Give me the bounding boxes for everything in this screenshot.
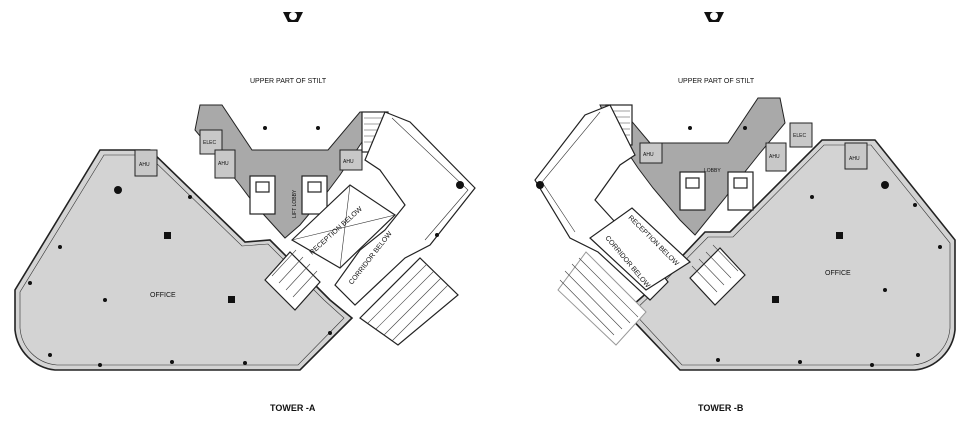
stair-lower-b — [689, 244, 746, 306]
ahu-room-2 — [214, 149, 236, 179]
lift-shaft-1 — [249, 175, 276, 215]
office-label-b: OFFICE — [825, 270, 851, 277]
north-arrow-icon — [283, 12, 303, 22]
office-label-a: OFFICE — [150, 292, 176, 299]
entrance-steps-b — [557, 251, 647, 346]
upper-part-label-b: UPPER PART OF STILT — [678, 78, 755, 85]
ahu-label-a1: AHU — [139, 162, 150, 168]
stair-lower-a — [264, 249, 321, 311]
ahu-label-b2: AHU — [769, 154, 780, 160]
ahu-room-3 — [339, 149, 363, 171]
upper-part-label-a: UPPER PART OF STILT — [250, 78, 327, 85]
ahu-label-b1: AHU — [849, 156, 860, 162]
tower-a-title: TOWER -A — [270, 403, 316, 413]
ahu-room-1 — [134, 149, 158, 177]
ahu-room-b2 — [765, 142, 787, 172]
lift-lobby-label-a: LIFT LOBBY — [292, 189, 298, 218]
north-arrow-icon — [704, 12, 724, 22]
entrance-steps-a — [359, 257, 459, 346]
elec-label-b: ELEC — [793, 133, 806, 139]
core-corridor-b — [599, 97, 786, 236]
ahu-label-b3: AHU — [643, 152, 654, 158]
tower-a: UPPER PART OF STILT OFFICE LIFT LOBBY RE… — [14, 12, 476, 413]
ahu-label-a2: AHU — [218, 161, 229, 167]
ahu-room-b1 — [844, 142, 868, 170]
elec-label-a: ELEC — [203, 140, 216, 146]
tower-b: UPPER PART OF STILT OFFICE LOBBY RECEPTI… — [534, 12, 956, 413]
elec-room-b — [789, 122, 813, 148]
right-wing-a — [334, 111, 476, 306]
ahu-label-a3: AHU — [343, 159, 354, 165]
tower-b-title: TOWER -B — [698, 403, 744, 413]
lobby-label-b: LOBBY — [704, 168, 721, 174]
ahu-room-b3 — [639, 142, 663, 164]
reception-box-b — [589, 207, 691, 291]
elec-room-1 — [199, 129, 223, 155]
